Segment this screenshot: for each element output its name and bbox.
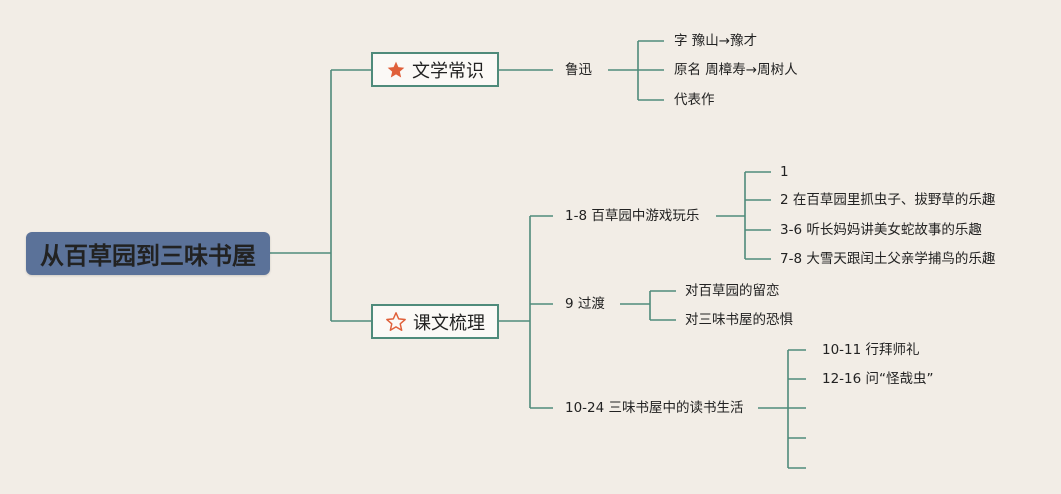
section-sanweishuwu[interactable]: 10-24 三味书屋中的读书生活 bbox=[565, 400, 744, 416]
section-baicaoyuan[interactable]: 1-8 百草园中游戏玩乐 bbox=[565, 208, 700, 224]
leaf-courtesy-name[interactable]: 字 豫山→豫才 bbox=[674, 33, 758, 49]
leaf-paragraph[interactable]: 10-11 行拜师礼 bbox=[822, 342, 920, 358]
root-topic-label: 从百草园到三味书屋 bbox=[40, 242, 256, 270]
topic-luxun[interactable]: 鲁迅 bbox=[565, 62, 592, 78]
leaf-paragraph[interactable]: 7-8 大雪天跟闰土父亲学捕鸟的乐趣 bbox=[780, 251, 996, 267]
root-topic[interactable]: 从百草园到三味书屋 bbox=[26, 232, 270, 275]
star-outline-icon bbox=[386, 311, 406, 331]
section-transition[interactable]: 9 过渡 bbox=[565, 296, 605, 312]
branch-label: 文学常识 bbox=[412, 60, 484, 82]
star-filled-icon bbox=[387, 61, 405, 77]
leaf-representative-works[interactable]: 代表作 bbox=[674, 92, 715, 108]
leaf-original-name[interactable]: 原名 周樟寿→周树人 bbox=[674, 62, 798, 78]
leaf-paragraph[interactable]: 12-16 问“怪哉虫” bbox=[822, 371, 934, 387]
leaf-attachment[interactable]: 对百草园的留恋 bbox=[685, 283, 780, 299]
branch-label: 课文梳理 bbox=[413, 312, 485, 334]
leaf-paragraph[interactable]: 1 bbox=[780, 164, 789, 180]
leaf-paragraph[interactable]: 2 在百草园里抓虫子、拔野草的乐趣 bbox=[780, 192, 996, 208]
leaf-fear[interactable]: 对三味书屋的恐惧 bbox=[685, 312, 793, 328]
branch-literature-knowledge[interactable]: 文学常识 bbox=[371, 52, 499, 87]
branch-text-outline[interactable]: 课文梳理 bbox=[371, 304, 499, 339]
leaf-paragraph[interactable]: 3-6 听长妈妈讲美女蛇故事的乐趣 bbox=[780, 222, 982, 238]
